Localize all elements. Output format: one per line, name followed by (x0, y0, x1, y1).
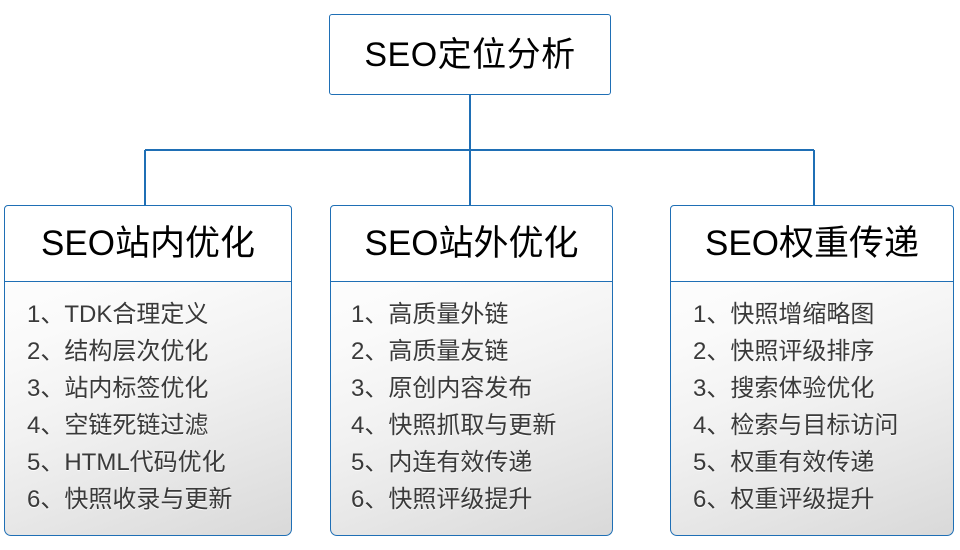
branch-body-seo-onsite: 1、TDK合理定义 2、结构层次优化 3、站内标签优化 4、空链死链过滤 5、H… (4, 282, 292, 536)
list-item: 1、快照增缩略图 (693, 301, 875, 328)
list-item: 6、快照评级提升 (351, 486, 533, 513)
list-item: 3、搜索体验优化 (693, 375, 875, 402)
list-item: 1、TDK合理定义 (27, 301, 209, 328)
list-item: 4、快照抓取与更新 (351, 412, 557, 439)
root-node-label: SEO定位分析 (364, 35, 576, 74)
branch-seo-offsite[interactable]: SEO站外优化 1、高质量外链 2、高质量友链 3、原创内容发布 4、快照抓取与… (330, 205, 613, 536)
list-item: 5、权重有效传递 (693, 449, 875, 476)
list-item: 6、快照收录与更新 (27, 486, 233, 513)
branch-list-seo-offsite: 1、高质量外链 2、高质量友链 3、原创内容发布 4、快照抓取与更新 5、内连有… (331, 296, 612, 518)
list-item: 3、原创内容发布 (351, 375, 533, 402)
branch-title-seo-weight: SEO权重传递 (705, 224, 919, 263)
branch-list-seo-onsite: 1、TDK合理定义 2、结构层次优化 3、站内标签优化 4、空链死链过滤 5、H… (5, 296, 291, 518)
root-node[interactable]: SEO定位分析 (329, 14, 611, 95)
list-item: 5、HTML代码优化 (27, 449, 226, 476)
branch-body-seo-offsite: 1、高质量外链 2、高质量友链 3、原创内容发布 4、快照抓取与更新 5、内连有… (330, 282, 613, 536)
list-item: 5、内连有效传递 (351, 449, 533, 476)
list-item: 2、高质量友链 (351, 338, 509, 365)
branch-title-seo-onsite: SEO站内优化 (41, 224, 255, 263)
branch-title-seo-offsite: SEO站外优化 (364, 224, 579, 263)
branch-header-seo-weight[interactable]: SEO权重传递 (670, 205, 954, 282)
branch-header-seo-offsite[interactable]: SEO站外优化 (330, 205, 613, 282)
branch-header-seo-onsite[interactable]: SEO站内优化 (4, 205, 292, 282)
list-item: 1、高质量外链 (351, 301, 509, 328)
branch-body-seo-weight: 1、快照增缩略图 2、快照评级排序 3、搜索体验优化 4、检索与目标访问 5、权… (670, 282, 954, 536)
list-item: 2、结构层次优化 (27, 338, 209, 365)
list-item: 4、检索与目标访问 (693, 412, 899, 439)
list-item: 4、空链死链过滤 (27, 412, 209, 439)
branch-seo-weight[interactable]: SEO权重传递 1、快照增缩略图 2、快照评级排序 3、搜索体验优化 4、检索与… (670, 205, 954, 536)
list-item: 2、快照评级排序 (693, 338, 875, 365)
list-item: 6、权重评级提升 (693, 486, 875, 513)
branch-list-seo-weight: 1、快照增缩略图 2、快照评级排序 3、搜索体验优化 4、检索与目标访问 5、权… (671, 296, 953, 518)
branch-seo-onsite[interactable]: SEO站内优化 1、TDK合理定义 2、结构层次优化 3、站内标签优化 4、空链… (4, 205, 292, 536)
list-item: 3、站内标签优化 (27, 375, 209, 402)
